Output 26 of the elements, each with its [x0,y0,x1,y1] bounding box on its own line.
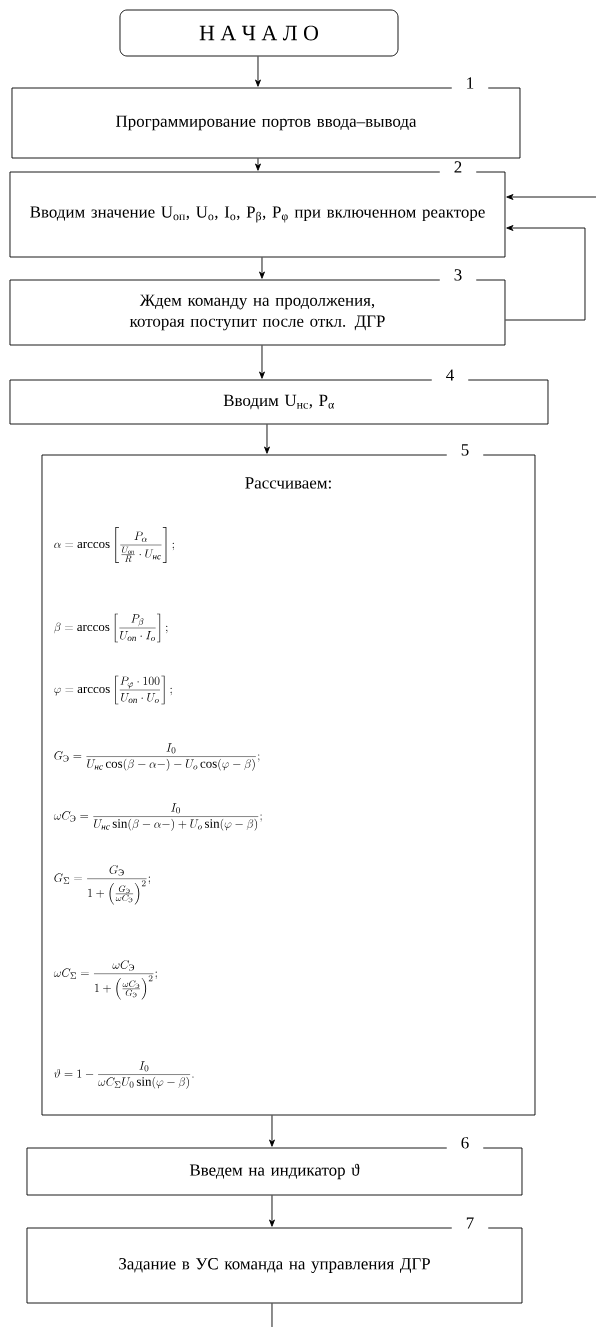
formula: $G_{\Sigma} = \frac{G_{\text{Э}}}{1+\left(\frac{G_{\text{Э}}}{\omega C_{\text{Э}}}\right)^{2}};$ [54,865,150,905]
arrow [259,345,265,379]
step-number: 6 [446,1136,484,1150]
arrow [269,1115,275,1147]
arrow [506,194,596,200]
arrow [259,257,265,279]
step-number: 7 [451,1216,489,1230]
step-number: 4 [431,368,469,382]
formula: $\varphi = \arccos\left[\frac{P_{\varphi}\cdot 100}{U_{\text{\itshape оп}}\cdot U_{o}}\right];$ [54,675,172,705]
formula: $\omega C_{\Sigma} = \frac{\omega C_{\text{Э}}}{1+\left(\frac{\omega C_{\text{Э}}}{G_{\text{Э}}}\right)^{2}};$ [53,960,157,1000]
step-number: 3 [439,268,477,282]
formula: $\alpha = \arccos\left[\frac{P_{\alpha}}{\frac{U_{\text{\itshape оп}}}{R}\cdot U_{\text{\itshape нс}}}\right];$ [54,527,174,563]
formula: $\vartheta = 1-\frac{I_{0}}{\omega C_{\Sigma}U_{0}\sin(\varphi-\beta)}.$ [54,1061,194,1089]
step-number: 1 [451,76,489,90]
formula: $\omega C_{\text{Э}} = \frac{I_{0}}{U_{\text{\itshape нс}}\sin(\beta-\alpha-)+U_{o}\sin(\varphi-\beta)};$ [53,803,262,831]
arrow [269,1195,275,1227]
arrow [255,158,261,171]
formula: $\beta = \arccos\left[\frac{P_{\beta}}{U_{\text{\itshape оп}}\cdot I_{o}}\right];$ [54,613,168,643]
formula: $G_{\text{Э}} = \frac{I_{0}}{U_{\text{\itshape нс}}\cos(\beta-\alpha-)-U_{o}\cos(\varphi-\beta)};$ [54,743,260,771]
arrow [505,225,586,321]
box-heading: Рассчиваем: [245,477,331,489]
step-number: 2 [439,160,477,174]
arrow [255,56,261,87]
start-terminal: Н А Ч А Л О [119,9,399,57]
arrow [264,424,270,454]
step-number: 5 [446,443,484,457]
